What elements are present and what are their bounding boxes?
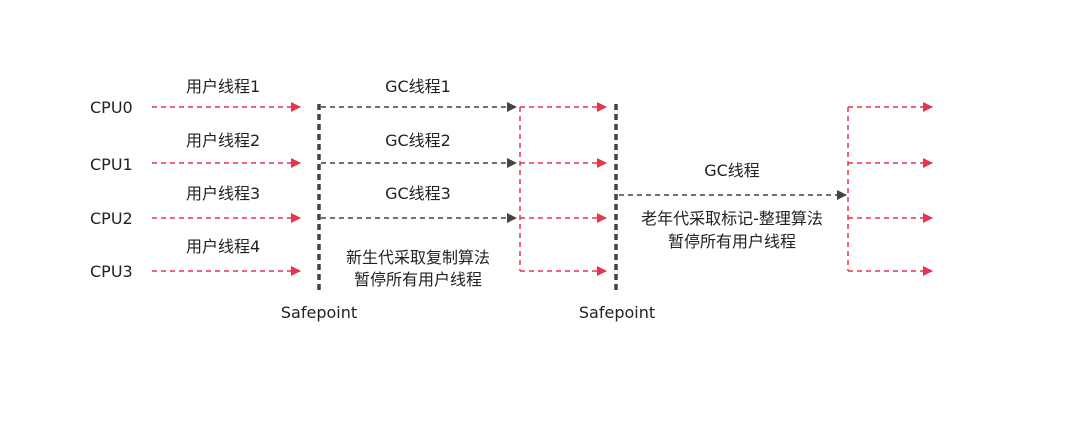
gc-thread-label-3: GC线程3	[385, 184, 451, 203]
old-gen-note-line-1: 老年代采取标记-整理算法	[641, 209, 823, 228]
gc-thread-label-1: GC线程1	[385, 77, 451, 96]
old-gen-note-line-2: 暂停所有用户线程	[668, 232, 796, 251]
gc-thread-label-2: GC线程2	[385, 131, 451, 150]
cpu-label-3: CPU3	[90, 262, 133, 281]
old-gen-thread-label: GC线程	[704, 161, 760, 180]
young-gen-note-line-2: 暂停所有用户线程	[354, 270, 482, 289]
safepoint-label-2: Safepoint	[579, 303, 655, 322]
cpu-label-2: CPU2	[90, 209, 133, 228]
safepoint-label-1: Safepoint	[281, 303, 357, 322]
cpu-label-0: CPU0	[90, 98, 133, 117]
user-thread-label-1: 用户线程1	[186, 77, 260, 96]
user-thread-label-2: 用户线程2	[186, 131, 260, 150]
cpu-label-1: CPU1	[90, 155, 133, 174]
young-gen-note-line-1: 新生代采取复制算法	[346, 248, 490, 267]
user-thread-label-3: 用户线程3	[186, 184, 260, 203]
user-thread-label-4: 用户线程4	[186, 237, 260, 256]
